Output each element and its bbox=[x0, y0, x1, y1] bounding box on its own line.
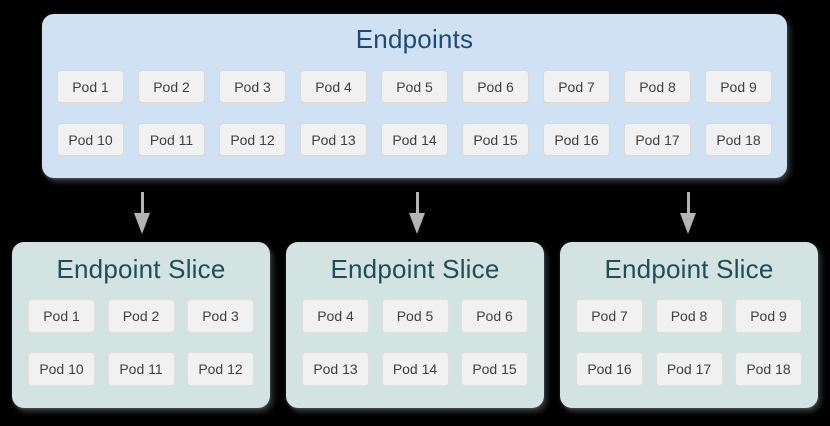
pod-box: Pod 3 bbox=[187, 299, 254, 333]
slice-pod-row-2: Pod 10 Pod 11 Pod 12 bbox=[28, 352, 254, 386]
down-arrow-2 bbox=[409, 192, 425, 234]
pod-box: Pod 17 bbox=[655, 352, 723, 386]
pod-box: Pod 4 bbox=[300, 70, 367, 103]
pod-box: Pod 6 bbox=[462, 70, 529, 103]
endpoints-pod-row-2: Pod 10 Pod 11 Pod 12 Pod 13 Pod 14 Pod 15 Pod … bbox=[57, 123, 772, 156]
pod-box: Pod 14 bbox=[381, 352, 449, 386]
slice-pod-row-1: Pod 1 Pod 2 Pod 3 bbox=[28, 299, 254, 333]
arrow-stem bbox=[140, 192, 144, 213]
pod-box: Pod 15 bbox=[462, 123, 529, 156]
slice-pod-row-1: Pod 4 Pod 5 Pod 6 bbox=[302, 299, 528, 333]
pod-box: Pod 14 bbox=[381, 123, 448, 156]
slice-pod-row-1: Pod 7 Pod 8 Pod 9 bbox=[576, 299, 802, 333]
endpoint-slice-title: Endpoint Slice bbox=[330, 254, 500, 284]
pod-box: Pod 7 bbox=[576, 299, 643, 333]
pod-box: Pod 5 bbox=[381, 70, 448, 103]
arrow-stem bbox=[686, 192, 690, 213]
slice-pod-grid: Pod 4 Pod 5 Pod 6 Pod 13 Pod 14 Pod 15 bbox=[302, 299, 528, 386]
pod-box: Pod 2 bbox=[107, 299, 175, 333]
pod-box: Pod 2 bbox=[138, 70, 205, 103]
slice-pod-grid: Pod 1 Pod 2 Pod 3 Pod 10 Pod 11 Pod 12 bbox=[28, 299, 254, 386]
pod-box: Pod 11 bbox=[138, 123, 205, 156]
pod-box: Pod 8 bbox=[624, 70, 691, 103]
pod-box: Pod 3 bbox=[219, 70, 286, 103]
pod-box: Pod 6 bbox=[461, 299, 528, 333]
arrow-head-icon bbox=[409, 213, 425, 234]
pod-box: Pod 10 bbox=[57, 123, 124, 156]
pod-box: Pod 9 bbox=[735, 299, 802, 333]
pod-box: Pod 8 bbox=[655, 299, 723, 333]
pod-box: Pod 12 bbox=[219, 123, 286, 156]
pod-box: Pod 11 bbox=[107, 352, 175, 386]
pod-box: Pod 1 bbox=[57, 70, 124, 103]
pod-box: Pod 13 bbox=[302, 352, 369, 386]
pod-box: Pod 1 bbox=[28, 299, 95, 333]
pod-box: Pod 16 bbox=[576, 352, 643, 386]
slice-pod-grid: Pod 7 Pod 8 Pod 9 Pod 16 Pod 17 Pod 18 bbox=[576, 299, 802, 386]
endpoint-slice-title: Endpoint Slice bbox=[56, 254, 226, 284]
pod-box: Pod 12 bbox=[187, 352, 254, 386]
endpoints-box: Endpoints Pod 1 Pod 2 Pod 3 Pod 4 Pod 5 Pod 6… bbox=[42, 14, 787, 178]
arrow-stem bbox=[415, 192, 419, 213]
pod-box: Pod 16 bbox=[543, 123, 610, 156]
endpoints-pod-grid: Pod 1 Pod 2 Pod 3 Pod 4 Pod 5 Pod 6 Pod 7 Pod 8… bbox=[57, 70, 772, 156]
pod-box: Pod 9 bbox=[705, 70, 772, 103]
pod-box: Pod 15 bbox=[461, 352, 528, 386]
slice-pod-row-2: Pod 13 Pod 14 Pod 15 bbox=[302, 352, 528, 386]
arrow-head-icon bbox=[134, 213, 150, 234]
slice-pod-row-2: Pod 16 Pod 17 Pod 18 bbox=[576, 352, 802, 386]
down-arrow-3 bbox=[680, 192, 696, 234]
endpoints-title: Endpoints bbox=[355, 24, 474, 54]
pod-box: Pod 13 bbox=[300, 123, 367, 156]
endpoints-pod-row-1: Pod 1 Pod 2 Pod 3 Pod 4 Pod 5 Pod 6 Pod 7 Pod 8… bbox=[57, 70, 772, 103]
down-arrow-1 bbox=[134, 192, 150, 234]
arrow-head-icon bbox=[680, 213, 696, 234]
pod-box: Pod 18 bbox=[705, 123, 772, 156]
pod-box: Pod 7 bbox=[543, 70, 610, 103]
pod-box: Pod 4 bbox=[302, 299, 369, 333]
pod-box: Pod 5 bbox=[381, 299, 449, 333]
endpoint-slice-title: Endpoint Slice bbox=[604, 254, 774, 284]
pod-box: Pod 18 bbox=[735, 352, 802, 386]
pod-box: Pod 10 bbox=[28, 352, 95, 386]
pod-box: Pod 17 bbox=[624, 123, 691, 156]
